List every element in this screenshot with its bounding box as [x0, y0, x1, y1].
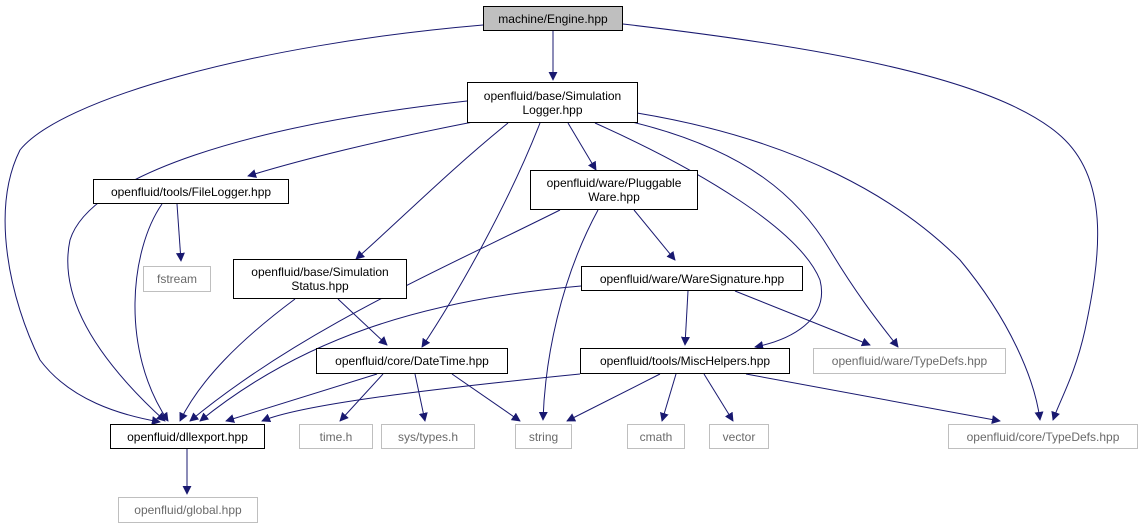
node-core-typedefs[interactable]: openfluid/core/TypeDefs.hpp	[948, 424, 1138, 449]
node-ware-typedefs[interactable]: openfluid/ware/TypeDefs.hpp	[813, 348, 1006, 374]
node-date-time[interactable]: openfluid/core/DateTime.hpp	[316, 348, 508, 374]
edge-datetime-to-dllexport	[225, 373, 378, 423]
edge-mischelpers-to-dllexport	[261, 373, 581, 423]
node-dllexport-label: openfluid/dllexport.hpp	[127, 429, 248, 444]
edge-simlogger-to-coretypedefs	[636, 112, 1044, 421]
edge-simlogger-to-pluggable	[567, 122, 597, 171]
node-misc-helpers[interactable]: openfluid/tools/MiscHelpers.hpp	[580, 348, 790, 374]
node-dllexport[interactable]: openfluid/dllexport.hpp	[110, 424, 265, 449]
edge-filelogger-to-dllexport	[134, 203, 169, 422]
node-simulation-logger-label-2: Logger.hpp	[522, 102, 583, 117]
node-vector-label: vector	[722, 429, 756, 444]
edge-mischelpers-to-vector	[703, 373, 734, 422]
edge-pluggable-to-waresig	[633, 209, 676, 261]
node-simulation-logger[interactable]: openfluid/base/Simulation Logger.hpp	[467, 82, 638, 123]
node-pluggable-ware-label-2: Ware.hpp	[588, 190, 640, 204]
edge-datetime-to-systypes	[414, 373, 428, 422]
edge-mischelpers-to-cmath	[659, 373, 677, 422]
node-simulation-status[interactable]: openfluid/base/Simulation Status.hpp	[233, 259, 407, 299]
edge-simlogger-to-filelogger	[247, 121, 474, 178]
node-simulation-logger-label-1: openfluid/base/Simulation	[483, 88, 622, 103]
edge-waresig-to-mischelpers	[680, 290, 690, 346]
edge-mischelpers-to-string	[566, 373, 661, 422]
edge-simlogger-to-simstatus	[355, 122, 509, 260]
node-ware-signature-label: openfluid/ware/WareSignature.hpp	[599, 271, 785, 286]
edge-datetime-to-string	[451, 373, 521, 422]
node-global[interactable]: openfluid/global.hpp	[118, 497, 258, 523]
node-simulation-status-label-2: Status.hpp	[291, 279, 349, 293]
node-string-label: string	[528, 429, 559, 444]
edge-pluggable-to-dllexport	[189, 209, 561, 422]
node-pluggable-ware-label-1: openfluid/ware/Pluggable	[546, 176, 682, 190]
edge-filelogger-to-fstream	[175, 203, 185, 262]
edge-waresig-to-waretypedefs	[734, 290, 871, 347]
node-fstream-label: fstream	[156, 272, 197, 286]
edge-engine-to-coretypedefs	[622, 23, 1099, 421]
edge-simlogger-to-datetime	[421, 122, 541, 348]
node-cmath-label: cmath	[639, 429, 673, 444]
node-file-logger-label: openfluid/tools/FileLogger.hpp	[110, 184, 272, 199]
node-time-h-label: time.h	[319, 429, 353, 444]
node-engine-label: machine/Engine.hpp	[498, 11, 608, 26]
edge-simlogger-to-waretypedefs	[627, 120, 899, 348]
node-simulation-status-label-1: openfluid/base/Simulation	[251, 265, 389, 279]
node-sys-types-h[interactable]: sys/types.h	[381, 424, 475, 449]
node-misc-helpers-label: openfluid/tools/MiscHelpers.hpp	[599, 354, 771, 368]
edge-waresig-to-dllexport	[199, 285, 582, 422]
node-string[interactable]: string	[515, 424, 572, 449]
node-date-time-label: openfluid/core/DateTime.hpp	[335, 354, 489, 368]
node-sys-types-h-label: sys/types.h	[397, 429, 459, 444]
node-global-label: openfluid/global.hpp	[134, 503, 242, 517]
edge-pluggable-to-string	[538, 209, 599, 421]
node-engine[interactable]: machine/Engine.hpp	[483, 6, 623, 31]
node-vector[interactable]: vector	[709, 424, 769, 449]
edge-simstatus-to-dllexport	[179, 298, 296, 422]
edge-simstatus-to-datetime	[337, 298, 388, 346]
node-ware-signature[interactable]: openfluid/ware/WareSignature.hpp	[581, 266, 803, 291]
node-pluggable-ware[interactable]: openfluid/ware/Pluggable Ware.hpp	[530, 170, 698, 210]
edge-simlogger-to-mischelpers	[594, 122, 822, 350]
node-file-logger[interactable]: openfluid/tools/FileLogger.hpp	[93, 179, 289, 204]
node-fstream[interactable]: fstream	[143, 266, 211, 292]
node-cmath[interactable]: cmath	[627, 424, 685, 449]
node-core-typedefs-label: openfluid/core/TypeDefs.hpp	[966, 429, 1120, 444]
edge-engine-to-dllexport	[4, 24, 484, 426]
node-time-h[interactable]: time.h	[299, 424, 373, 449]
edge-simlogger-to-dllexport	[67, 100, 468, 422]
node-ware-typedefs-label: openfluid/ware/TypeDefs.hpp	[831, 354, 988, 368]
edge-mischelpers-to-coretypedefs	[745, 373, 1001, 424]
edge-datetime-to-timeh	[339, 373, 384, 422]
